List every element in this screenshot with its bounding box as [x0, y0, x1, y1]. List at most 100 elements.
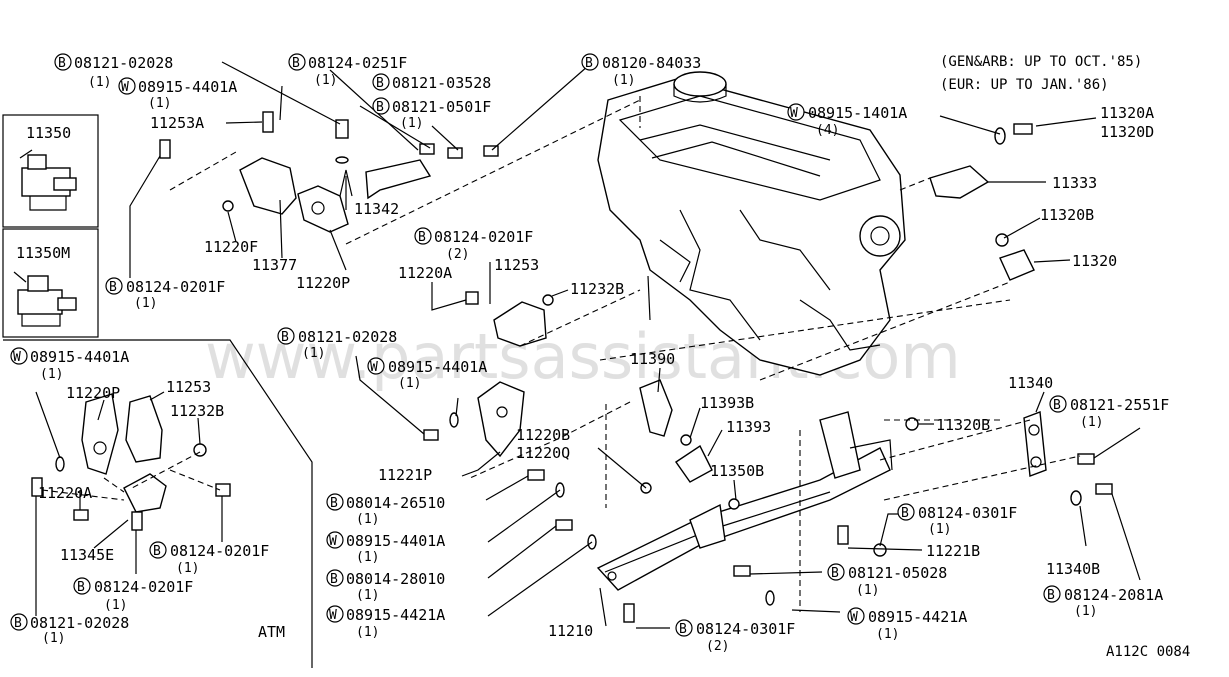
- actuator-icon: [19, 149, 77, 211]
- bolt-08121-2551f: [1077, 453, 1095, 465]
- svg-text:B: B: [585, 56, 593, 71]
- bolt-08124-0251f: [335, 119, 349, 139]
- svg-text:08915-4421A: 08915-4421A: [346, 606, 445, 624]
- bolt-11220a-atm: [73, 509, 89, 521]
- part-label-11220b: 11220B: [516, 426, 570, 444]
- part-label-11220a-mid: 11220A: [398, 264, 452, 282]
- svg-text:(1): (1): [400, 116, 423, 131]
- part-label-11232b-mid: 11232B: [570, 280, 624, 298]
- svg-text:(1): (1): [104, 598, 127, 613]
- engine-block-illustration: [597, 71, 906, 376]
- svg-text:(2): (2): [706, 639, 729, 654]
- callout-08124-0201f-mid: B 08124-0201F (2): [414, 227, 533, 262]
- callout-08915-4401a-low: W 08915-4401A (1): [326, 531, 445, 565]
- callout-08915-4421a-right: W 08915-4421A (1): [847, 607, 967, 642]
- svg-text:08121-0501F: 08121-0501F: [392, 98, 491, 116]
- insulator-11220p: [297, 185, 349, 233]
- svg-text:08124-0301F: 08124-0301F: [696, 620, 795, 638]
- svg-text:(1): (1): [88, 75, 111, 90]
- part-label-11221b: 11221B: [926, 542, 980, 560]
- svg-text:08915-4401A: 08915-4401A: [346, 532, 445, 550]
- svg-text:(2): (2): [446, 247, 469, 262]
- note-eur: (EUR: UP TO JAN.'86): [940, 77, 1109, 93]
- svg-text:(1): (1): [40, 367, 63, 382]
- bracket-11393: [675, 444, 713, 483]
- diagram-code: A112C 0084: [1106, 644, 1190, 660]
- part-label-11393b: 11393B: [700, 394, 754, 412]
- svg-text:(4): (4): [816, 123, 839, 138]
- svg-text:08915-4421A: 08915-4421A: [868, 608, 967, 626]
- callout-08124-0201f-atm-low: B 08124-0201F (1): [73, 577, 193, 613]
- part-label-11333: 11333: [1052, 174, 1097, 192]
- callout-08014-26510: B 08014-26510 (1): [326, 493, 445, 527]
- callout-08121-02028-top: B 08121-02028 (1): [54, 53, 173, 90]
- nut-11393b: [680, 434, 692, 446]
- callout-08124-0301f-bottom: B 08124-0301F (2): [675, 619, 795, 654]
- bolt-08121-02028-atm: [31, 477, 43, 497]
- svg-text:(1): (1): [356, 625, 379, 640]
- bracket-11253-atm: [125, 395, 163, 463]
- inset-label-11350: 11350: [26, 124, 71, 142]
- part-label-11320: 11320: [1072, 252, 1117, 270]
- bracket-11390: [639, 379, 673, 437]
- callout-08915-4401a-top: W 08915-4401A (1): [118, 77, 237, 111]
- inset-label-11350m: 11350M: [16, 244, 70, 262]
- svg-text:08121-02028: 08121-02028: [298, 328, 397, 346]
- svg-text:08915-4401A: 08915-4401A: [138, 78, 237, 96]
- washer-08915-4401a-atm: [55, 456, 65, 472]
- mount-11253-mid: [493, 301, 547, 347]
- nut-11220f: [222, 200, 234, 212]
- callout-08915-1401a: W 08915-1401A (4): [787, 103, 907, 138]
- bracket-11221p: [477, 381, 525, 458]
- svg-text:(1): (1): [876, 627, 899, 642]
- svg-text:08014-28010: 08014-28010: [346, 570, 445, 588]
- part-label-11220f: 11220F: [204, 238, 258, 256]
- atm-section-border: [3, 339, 313, 668]
- washer-prefix: W: [121, 80, 129, 95]
- bolt-11320a: [1013, 123, 1033, 135]
- svg-text:B: B: [330, 496, 338, 511]
- callout-08121-02028-mid: B 08121-02028 (1): [277, 327, 397, 361]
- bolt-11220a-mid: [465, 291, 479, 305]
- callout-08121-05028: B 08121-05028 (1): [827, 563, 947, 598]
- callout-08915-4421a-left: W 08915-4421A (1): [326, 605, 445, 640]
- part-label-11221p: 11221P: [378, 466, 432, 484]
- part-label-11377: 11377: [252, 256, 297, 274]
- svg-text:W: W: [790, 106, 798, 121]
- svg-text:W: W: [329, 608, 337, 623]
- callout-08014-28010: B 08014-28010 (1): [326, 569, 445, 603]
- callout-08121-0501f: B 08121-0501F (1): [372, 97, 491, 131]
- washer-08915-4401a-top: [335, 156, 349, 164]
- part-label-11232b-atm: 11232B: [170, 402, 224, 420]
- atm-label: ATM: [258, 623, 285, 641]
- svg-text:08014-26510: 08014-26510: [346, 494, 445, 512]
- svg-text:B: B: [153, 544, 161, 559]
- svg-text:08124-0201F: 08124-0201F: [170, 542, 269, 560]
- note-gen-arb: (GEN&ARB: UP TO OCT.'85): [940, 54, 1142, 70]
- svg-text:B: B: [1053, 398, 1061, 413]
- svg-text:W: W: [370, 360, 378, 375]
- svg-text:08124-0201F: 08124-0201F: [126, 278, 225, 296]
- part-label-11220a-atm: 11220A: [38, 484, 92, 502]
- svg-text:(1): (1): [148, 96, 171, 111]
- callout-08124-2081a: B 08124-2081A (1): [1043, 585, 1163, 619]
- svg-text:08121-02028: 08121-02028: [74, 54, 173, 72]
- bolt-08124-2081a: [1095, 483, 1113, 495]
- washer-08915-4421a-right: [765, 590, 775, 606]
- callout-08121-03528: B 08121-03528: [372, 73, 491, 92]
- stay-11342: [365, 159, 432, 200]
- part-label-11220p-atm: 11220P: [66, 384, 120, 402]
- part-label-11220p-top: 11220P: [296, 274, 350, 292]
- bolt-08014-26510: [527, 469, 545, 481]
- bracket-11333: [929, 165, 990, 199]
- svg-text:08915-4401A: 08915-4401A: [30, 348, 129, 366]
- part-label-11393: 11393: [726, 418, 771, 436]
- svg-text:(1): (1): [356, 512, 379, 527]
- bolt-08121-03528: [419, 143, 435, 155]
- mount-11345e: [123, 473, 167, 513]
- svg-text:B: B: [418, 230, 426, 245]
- svg-text:08124-0251F: 08124-0251F: [308, 54, 407, 72]
- bolt-08124-0201f-atm-low: [131, 511, 143, 531]
- bolt-08121-0501f: [447, 147, 463, 159]
- part-label-11342: 11342: [354, 200, 399, 218]
